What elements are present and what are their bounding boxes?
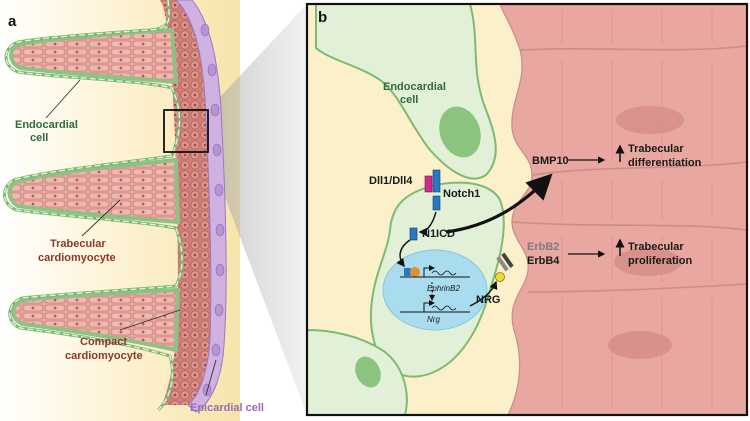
epicardial-cell-label: Epicardial cell <box>190 402 264 414</box>
panel-b-frame <box>305 2 749 417</box>
endocardial-nucleus-bottom <box>355 356 381 388</box>
compact-cardiomyocyte-label-1: Compact <box>80 336 127 348</box>
dll-label: Dll1/Dll4 <box>369 175 413 187</box>
erbb-receptor <box>496 252 514 272</box>
compact-cardiomyocyte-label-2: cardiomyocyte <box>65 350 143 362</box>
erbb4-label: ErbB4 <box>527 255 560 267</box>
n1icd-label: N1ICD <box>422 228 455 240</box>
endocardial-cell-label-a-2: cell <box>30 132 48 144</box>
ephrinb2-gene-label: EphrinB2 <box>427 284 460 293</box>
endocardial-cell-label-a-1: Endocardial <box>15 119 78 131</box>
nuclear-translocation-arrow <box>396 239 411 268</box>
zoom-projection <box>208 4 307 415</box>
nrg-transcript <box>431 305 457 311</box>
trabecular-differentiation-label-2: differentiation <box>628 157 702 169</box>
trabecular-proliferation-label-1: Trabecular <box>628 241 684 253</box>
myocyte-nuclei <box>608 106 684 359</box>
nrg-ligand-label: NRG <box>476 294 500 306</box>
panel-a: a Endocardial cell Trabecular cardiomyoc… <box>0 0 307 421</box>
panel-b-letter: b <box>318 9 327 26</box>
panel-a-leaders <box>45 79 217 396</box>
bmp10-label: BMP10 <box>532 155 569 167</box>
nrg-secretion-arrow <box>469 280 498 307</box>
endocardial-cell-label-b-2: cell <box>400 94 418 106</box>
n1icd-fragment <box>409 227 418 241</box>
notch1-receptor-intra <box>432 195 441 211</box>
cleavage-arrow <box>418 211 437 237</box>
nrg-gene-label: Nrg <box>427 315 440 324</box>
ephrinb2-transcript <box>431 270 457 276</box>
endocardial-nucleus-upper <box>439 106 481 158</box>
panel-a-letter: a <box>8 13 17 30</box>
transcription-factor <box>410 267 420 277</box>
epicardial-cells <box>200 23 225 397</box>
endocardial-cell-label-b-1: Endocardial <box>383 81 446 93</box>
bmp10-arrow <box>445 173 553 234</box>
trabecular-proliferation-label-2: proliferation <box>628 255 692 267</box>
erbb2-label: ErbB2 <box>527 241 559 253</box>
epicardium <box>175 0 227 413</box>
notch1-label: Notch1 <box>443 188 480 200</box>
trabecular-cardiomyocyte-label-1: Trabecular <box>50 238 106 250</box>
notch1-receptor-extra <box>432 169 441 193</box>
panel-b: b Endocardial cell Dll1/Dll4 Notch1 N1IC… <box>305 2 749 417</box>
compact-myocardium <box>160 0 211 405</box>
trabecular-cardiomyocyte-label-2: cardiomyocyte <box>38 252 116 264</box>
n1icd-on-dna <box>404 268 411 276</box>
dll-ligand <box>424 175 433 193</box>
zoom-box <box>163 109 209 153</box>
nrg-ligand <box>495 272 505 282</box>
trabecular-differentiation-label-1: Trabecular <box>628 143 684 155</box>
